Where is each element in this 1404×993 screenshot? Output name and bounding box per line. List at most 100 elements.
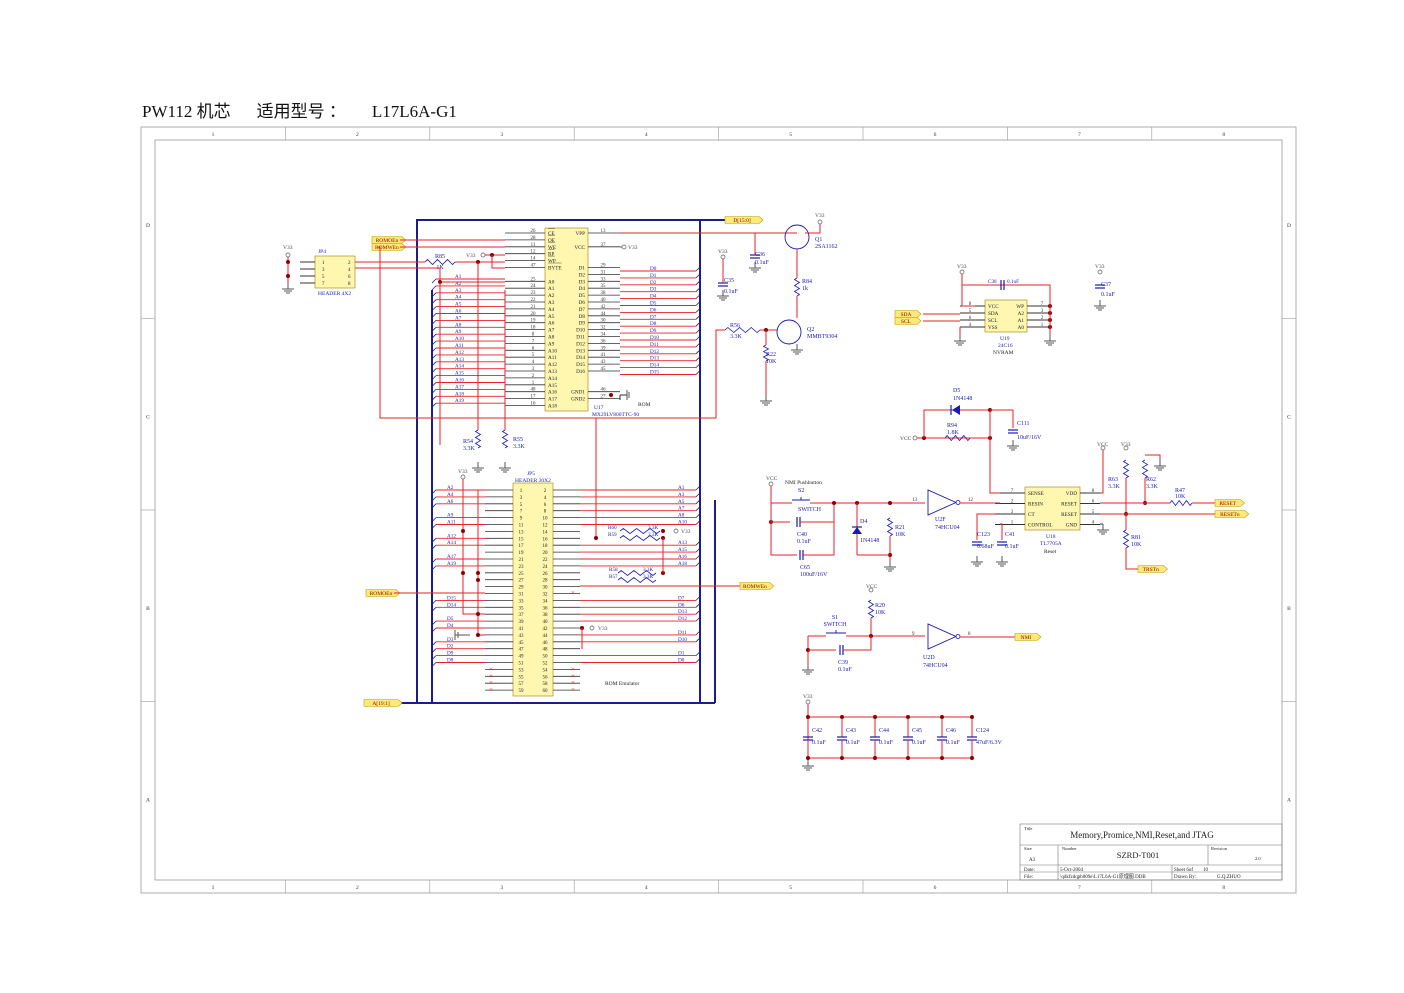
part-ref: D5 bbox=[953, 388, 960, 394]
label: 54 bbox=[543, 668, 549, 673]
pin-name: VSS bbox=[988, 325, 998, 331]
part-ref: S2 bbox=[798, 488, 804, 494]
zone-row-label: B bbox=[1287, 606, 1291, 612]
sheet-title: Memory,Promice,NMI,Reset,and JTAG bbox=[1070, 830, 1214, 840]
part-ref: R81 bbox=[1131, 535, 1141, 541]
power-port-icon bbox=[720, 254, 726, 260]
label: 9 bbox=[912, 632, 915, 637]
zone-column-label: 4 bbox=[645, 132, 648, 138]
net-label: D12 bbox=[650, 349, 659, 355]
net-port-label: ROMOEn bbox=[376, 238, 399, 244]
label: 19 bbox=[531, 319, 537, 324]
junction bbox=[888, 501, 892, 505]
power-port-icon bbox=[959, 269, 965, 275]
part-value: SWITCH bbox=[798, 507, 822, 513]
resistor-icon bbox=[867, 599, 875, 619]
label: 12 bbox=[968, 498, 974, 503]
wire bbox=[990, 409, 1014, 428]
pin-name: CT bbox=[1028, 512, 1035, 518]
bus-entry bbox=[695, 356, 701, 361]
wire bbox=[962, 284, 1051, 306]
power-port-icon bbox=[621, 244, 627, 250]
zone-column-label: 5 bbox=[789, 885, 792, 891]
part-value: 1.8K bbox=[947, 430, 960, 436]
label: File: bbox=[1024, 875, 1033, 880]
part-ref: R21 bbox=[895, 525, 905, 531]
pin-name: A4 bbox=[548, 307, 555, 313]
zone-column-label: 6 bbox=[934, 885, 937, 891]
label: NVRAM bbox=[993, 350, 1014, 356]
label: 52 bbox=[543, 662, 549, 667]
label: 2 bbox=[1011, 500, 1014, 505]
net-label: A18 bbox=[455, 391, 464, 397]
pin-name: VDD bbox=[1066, 491, 1077, 497]
label: 40 bbox=[601, 298, 607, 303]
part-ref: R22 bbox=[766, 352, 776, 358]
label: 48 bbox=[531, 388, 537, 393]
label: 1 bbox=[322, 261, 325, 266]
net-label: A11 bbox=[447, 520, 456, 526]
net-label: D13 bbox=[650, 356, 659, 362]
label: 51 bbox=[519, 662, 525, 667]
part-ref: C37 bbox=[1101, 282, 1111, 288]
part-ref: C65 bbox=[800, 565, 810, 571]
label: JP4 bbox=[318, 249, 326, 255]
label: 6 bbox=[348, 275, 351, 280]
label: 27 bbox=[519, 579, 525, 584]
part-ref: R62 bbox=[1146, 477, 1156, 483]
part-ref: C41 bbox=[1005, 532, 1015, 538]
bus-entry bbox=[695, 280, 701, 286]
net-label: A10 bbox=[455, 336, 464, 342]
net-label: A14 bbox=[447, 540, 456, 546]
resistor-icon bbox=[886, 517, 894, 537]
label: Revision bbox=[1211, 846, 1228, 851]
junction bbox=[461, 529, 465, 533]
part-ref: C111 bbox=[1017, 421, 1030, 427]
net-label: A1 bbox=[678, 485, 685, 491]
bus-entry bbox=[695, 540, 701, 546]
net-label: D1 bbox=[650, 273, 657, 279]
label: 37 bbox=[519, 613, 525, 618]
bus-entry bbox=[431, 354, 437, 360]
label: 3 bbox=[532, 367, 535, 372]
zone-column-label: 7 bbox=[1078, 132, 1081, 138]
pin-name: A15 bbox=[548, 383, 557, 389]
label: 57 bbox=[519, 682, 525, 687]
net-label: A3 bbox=[455, 288, 462, 294]
net-label: D10 bbox=[650, 335, 659, 341]
bus-entry bbox=[431, 558, 437, 564]
bus-entry bbox=[695, 554, 701, 560]
bus-entry bbox=[695, 328, 701, 334]
net-port bbox=[739, 582, 775, 590]
part-value: 10uF/16V bbox=[1017, 435, 1042, 441]
resistor-icon bbox=[762, 344, 770, 362]
net-port-label: NMI bbox=[1021, 635, 1032, 641]
label: 45 bbox=[601, 367, 607, 372]
bus-entry bbox=[431, 517, 437, 522]
power-port-icon bbox=[285, 252, 291, 258]
pin-name: A18 bbox=[548, 404, 557, 410]
label: 15 bbox=[519, 537, 525, 542]
net-label: D8 bbox=[650, 321, 657, 327]
inverter-icon bbox=[927, 623, 958, 650]
label: 20 bbox=[543, 551, 549, 556]
label: 10 bbox=[1203, 868, 1209, 873]
bus-entry bbox=[431, 648, 437, 653]
no-connect-icon: × bbox=[489, 679, 493, 687]
net-port-label: RESETn bbox=[1220, 512, 1240, 518]
net-port bbox=[1137, 565, 1168, 573]
label: 5 bbox=[520, 503, 523, 508]
zone-row-label: B bbox=[146, 606, 150, 612]
bus-entry bbox=[431, 655, 437, 660]
label: V33 bbox=[718, 249, 728, 255]
label: 21 bbox=[519, 558, 525, 563]
net-port-label: D[15:0] bbox=[733, 218, 751, 224]
label: ROM Emulator bbox=[605, 681, 640, 687]
label: 7 bbox=[1041, 302, 1044, 307]
pin-name: OE bbox=[548, 238, 555, 244]
bus-entry bbox=[695, 342, 701, 348]
inverter-bubble bbox=[955, 500, 961, 505]
bus-entry bbox=[695, 301, 701, 306]
part-ref: R47 bbox=[1175, 488, 1185, 494]
label: 41 bbox=[519, 627, 525, 632]
